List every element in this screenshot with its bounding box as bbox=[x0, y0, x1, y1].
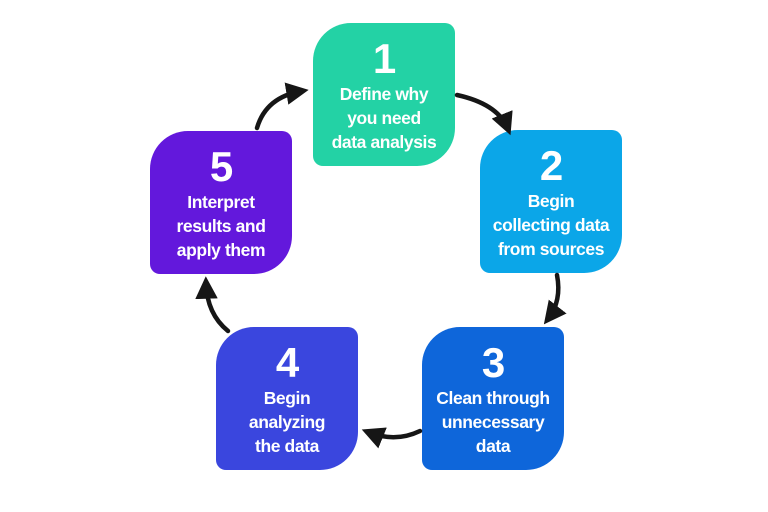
arrow-3-to-4-icon bbox=[361, 427, 423, 449]
step-number: 4 bbox=[275, 338, 299, 386]
step-number: 1 bbox=[372, 34, 396, 82]
step-text-line: results and bbox=[176, 215, 266, 236]
arrow-2-to-3-icon bbox=[543, 272, 567, 325]
arrow-1-to-2-icon bbox=[454, 92, 513, 136]
step-card-4: 4 Begin analyzing the data bbox=[216, 327, 358, 470]
step-number: 3 bbox=[481, 338, 505, 386]
arrow-4-to-5-icon bbox=[195, 276, 231, 334]
step-text-line: data bbox=[475, 435, 511, 456]
step-card-5: 5 Interpret results and apply them bbox=[150, 131, 292, 274]
step-text-line: analyzing bbox=[248, 411, 326, 432]
step-text-line: Interpret bbox=[187, 191, 255, 212]
step-text-line: Begin bbox=[527, 190, 575, 211]
step-text-line: Clean through bbox=[436, 387, 550, 408]
step-text-line: Begin bbox=[263, 387, 311, 408]
step-number: 2 bbox=[539, 141, 563, 189]
step-text-line: the data bbox=[255, 435, 319, 456]
step-number: 5 bbox=[209, 142, 233, 190]
step-text-line: Define why bbox=[339, 83, 429, 104]
step-card-3: 3 Clean through unnecessary data bbox=[422, 327, 564, 470]
step-text-line: unnecessary bbox=[441, 411, 545, 432]
step-card-2: 2 Begin collecting data from sources bbox=[480, 130, 622, 273]
step-text-line: from sources bbox=[497, 238, 605, 259]
step-text-line: apply them bbox=[176, 239, 266, 260]
arrow-5-to-1-icon bbox=[254, 82, 309, 131]
step-text-line: data analysis bbox=[331, 131, 437, 152]
step-card-1: 1 Define why you need data analysis bbox=[313, 23, 455, 166]
step-text-line: you need bbox=[347, 107, 421, 128]
step-text-line: collecting data bbox=[492, 214, 610, 235]
